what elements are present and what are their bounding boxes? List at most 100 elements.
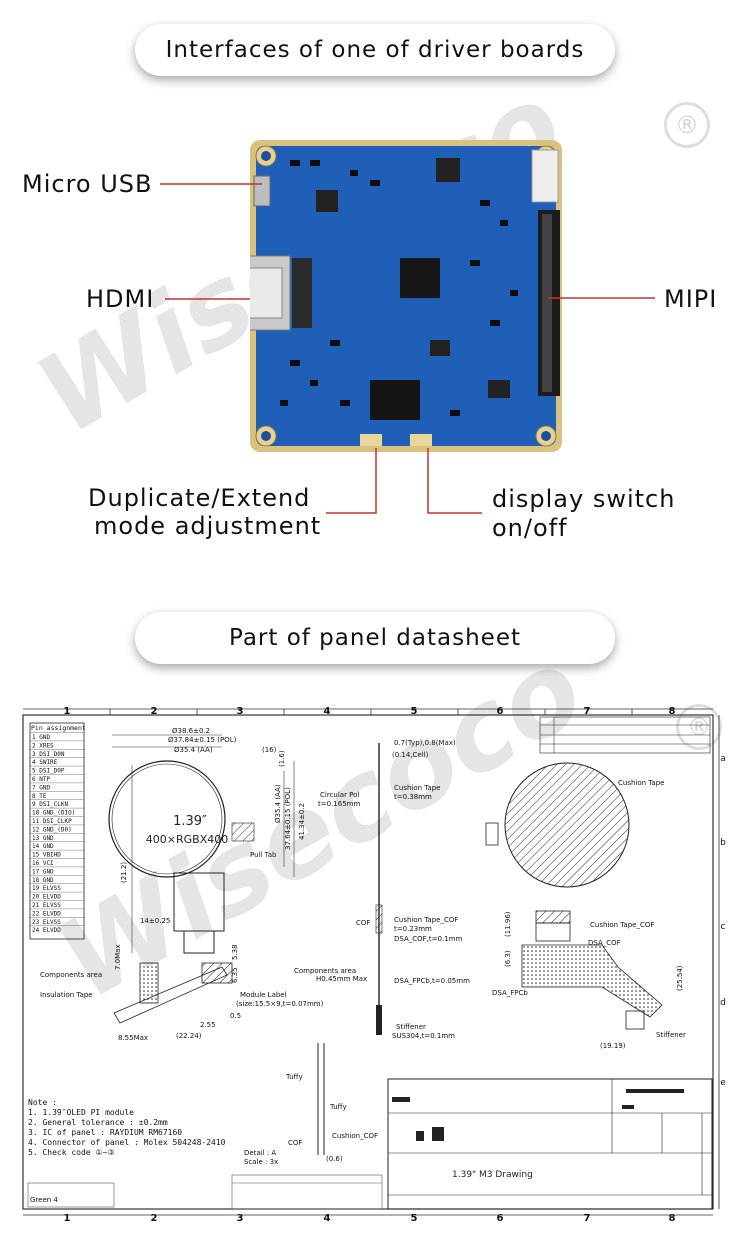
label-r-dsa-fpcb: DSA_FPCb <box>492 989 528 997</box>
dim: Ø35.4 (AA) <box>274 784 282 823</box>
dim: 7.0Max <box>114 944 122 970</box>
pin-row: 9 DSI_CLKN <box>32 801 69 808</box>
title-block-text: 1.39" M3 Drawing <box>452 1170 533 1180</box>
pin-table-header: Pin assignment <box>31 724 86 732</box>
row-label: e <box>720 1078 726 1088</box>
panel-datasheet-drawing: 1 2 3 4 5 6 7 8 1 2 3 4 5 6 7 8 a b c d … <box>22 706 726 1224</box>
dim: (19.19) <box>600 1042 626 1050</box>
label-dsa-cof: DSA_COF,t=0.1mm <box>394 935 462 943</box>
label-cushion-tape-t: t=0.38mm <box>394 793 432 801</box>
pin-row: 3 DSI_D0N <box>32 751 65 758</box>
col-label: 7 <box>584 706 591 717</box>
pin-row: 21 ELVSS <box>32 902 61 909</box>
label-r-cushion-cof: Cushion Tape_COF <box>590 921 654 929</box>
note-line: 3. IC of panel : RAYDIUM RM67160 <box>28 1128 182 1137</box>
label-cushion-cof-2: Cushion_COF <box>332 1132 378 1140</box>
dim: (22.24) <box>176 1032 202 1040</box>
row-label: b <box>720 838 726 848</box>
callout-duplicate-line1: Duplicate/Extend <box>88 484 311 512</box>
note-line: 2. General tolerance : ±0.2mm <box>28 1118 168 1127</box>
label-module-label-size: (size:15.5×9,t=0.07mm) <box>236 1000 324 1008</box>
col-label: 7 <box>584 1213 591 1224</box>
dim: 8.55Max <box>118 1034 148 1042</box>
pin-row: 4 SWIRE <box>32 759 58 766</box>
callout-switch-line1: display switch <box>492 485 676 513</box>
callout-mipi: MIPI <box>664 285 718 313</box>
dim: (21.2) <box>120 862 128 883</box>
dim: 41.34±0.2 <box>298 803 306 840</box>
pin-row: 15 VBIHD <box>32 852 61 859</box>
row-label: c <box>721 922 726 932</box>
section-title-text: Interfaces of one of driver boards <box>165 37 585 63</box>
col-label: 4 <box>324 706 331 717</box>
col-label: 5 <box>411 1213 418 1224</box>
dim: Ø35.4 (AA) <box>174 746 213 754</box>
watermark-reg-2: ® <box>676 704 722 750</box>
label-circular-pol-t: t=0.165mm <box>318 800 360 808</box>
section-title-text-2: Part of panel datasheet <box>228 625 521 651</box>
label-comp-h: H0.45mm Max <box>316 975 367 983</box>
label-insulation: Insulation Tape <box>40 991 93 999</box>
dim: 6.35 <box>231 967 239 983</box>
pin-row: 7 GND <box>32 784 50 791</box>
col-label: 8 <box>669 1213 676 1224</box>
pin-row: 6 NTP <box>32 776 50 783</box>
watermark-reg-1: ® <box>664 102 710 148</box>
dim: 5.38 <box>231 944 239 960</box>
pin-row: 19 ELVSS <box>32 885 61 892</box>
label-r-cushion: Cushion Tape <box>618 779 664 787</box>
pull-tab-label: Pull Tab <box>250 851 277 859</box>
label-detail: Detail : A <box>244 1149 276 1157</box>
label-cushion-tape: Cushion Tape <box>394 784 440 792</box>
col-label: 4 <box>324 1213 331 1224</box>
screen-size-text: 1.39″ <box>173 814 207 829</box>
driver-board-photo <box>250 140 562 452</box>
dim: (16) <box>262 746 277 754</box>
pin-row: 5 DSI_D0P <box>32 768 65 775</box>
col-label: 2 <box>151 1213 158 1224</box>
green-label: Green 4 <box>30 1196 58 1204</box>
dim: Ø38.6±0.2 <box>172 727 210 735</box>
dim: Ø37.84±0.15 (POL) <box>168 736 237 744</box>
dim: 14±0.25 <box>140 917 170 925</box>
pin-row: 8 TE <box>32 793 47 800</box>
note-line: 5. Check code ①~③ <box>28 1148 115 1157</box>
callout-micro-usb: Micro USB <box>22 170 153 198</box>
label-dsa-fpcb: DSA_FPCb,t=0.05mm <box>394 977 470 985</box>
callout-lines <box>160 183 655 514</box>
pin-row: 24 ELVDD <box>32 927 61 934</box>
col-label: 1 <box>64 1213 71 1224</box>
label-cof: COF <box>356 919 370 927</box>
label-r-stiffener: Stiffener <box>656 1031 686 1039</box>
callout-duplicate-line2: mode adjustment <box>94 512 322 540</box>
label-cushion-cof: Cushion Tape_COF <box>394 916 458 924</box>
pin-row: 17 GND <box>32 868 54 875</box>
pin-row: 13 GND <box>32 835 54 842</box>
col-label: 6 <box>497 706 504 717</box>
label-scale: Scale : 3x <box>244 1158 278 1166</box>
label-tuffy-1: Tuffy <box>285 1073 303 1081</box>
col-label: 3 <box>237 706 244 717</box>
label-stiffener-t: SUS304,t=0.1mm <box>392 1032 455 1040</box>
label-circular-pol: Circular Pol <box>320 791 359 799</box>
pin-row: 18 GND <box>32 877 54 884</box>
label-comp-area: Components area <box>294 967 356 975</box>
pin-row: 14 GND <box>32 843 54 850</box>
dim: (0.6) <box>326 1155 343 1163</box>
row-label: a <box>720 754 726 764</box>
col-label: 8 <box>669 706 676 717</box>
col-label: 2 <box>151 706 158 717</box>
note-line: 1. 1.39″OLED PI module <box>28 1108 134 1117</box>
col-label: 5 <box>411 706 418 717</box>
pin-row: 20 ELVDD <box>32 894 61 901</box>
dim: (6.3) <box>504 950 512 967</box>
pin-row: 16 VCI <box>32 860 54 867</box>
label-r-dsa-cof: DSA_COF <box>588 939 621 947</box>
dim: (0.14,Cell) <box>392 751 429 759</box>
label-cushion-cof-t: t=0.23mm <box>394 925 432 933</box>
col-label: 1 <box>64 706 71 717</box>
pin-row: 1 GND <box>32 734 50 741</box>
pin-row: 12 GND_(D0) <box>32 826 72 833</box>
dim: 37.64±0.15 (POL) <box>284 787 292 850</box>
pin-row: 10 GND_(DIO) <box>32 810 75 817</box>
